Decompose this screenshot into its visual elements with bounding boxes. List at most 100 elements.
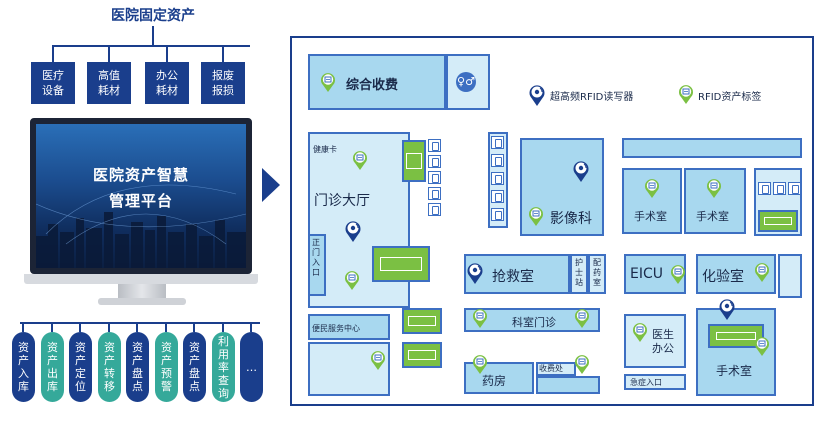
room-billing — [308, 54, 446, 110]
tree-connector — [108, 45, 110, 62]
rfid-reader-icon — [572, 160, 590, 182]
category-scrap: 报废报损 — [201, 62, 245, 104]
function-pill: 资产转移 — [98, 332, 121, 402]
rfid-tag-icon — [632, 322, 648, 342]
seat-icon — [491, 190, 504, 203]
seat-icon — [428, 171, 441, 184]
category-high-value-consumables: 高值耗材 — [87, 62, 131, 104]
tree-connector — [166, 45, 168, 62]
rfid-tag-icon — [370, 350, 386, 370]
room-entrance — [308, 234, 326, 296]
function-pill: 资产盘点 — [126, 332, 149, 402]
seat-icon — [491, 208, 504, 221]
monitor-bezel — [24, 274, 258, 284]
legend-reader-label: 超高频RFID读写器 — [550, 92, 634, 103]
service-label: 便民服务中心 — [312, 324, 360, 333]
rfid-tag-icon — [528, 206, 544, 226]
nurse-station-label: 护士站 — [575, 258, 583, 287]
rfid-tag-icon — [754, 262, 770, 282]
pharmacy-annex — [536, 376, 600, 394]
room-surgery-1 — [622, 168, 682, 234]
monitor-screen: 医院资产智慧 管理平台 — [36, 124, 246, 268]
tree-connector — [222, 45, 224, 62]
seat-icon — [491, 136, 504, 149]
room-surgery-3-label: 手术室 — [716, 364, 753, 378]
function-pill: 资产预警 — [155, 332, 178, 402]
room-eicu-label: EICU — [630, 266, 663, 282]
room-surgery-2-label: 手术室 — [696, 210, 729, 223]
tree-connector — [51, 322, 53, 332]
seat-icon — [758, 182, 771, 195]
arrow-right-icon — [262, 168, 280, 202]
tree-connector — [20, 322, 260, 324]
tree-connector — [136, 322, 138, 332]
cashier-label: 收费处 — [539, 364, 563, 373]
lab-annex — [778, 254, 802, 298]
er-entrance-label: 急症入口 — [630, 378, 662, 387]
rfid-tag-icon — [472, 354, 488, 374]
room-lab-label: 化验室 — [702, 269, 744, 285]
rfid-reader-icon — [718, 298, 736, 320]
entrance-label: 正门入口 — [312, 238, 320, 277]
page-title: 医院固定资产 — [111, 8, 195, 24]
function-pill: 资产盘点 — [183, 332, 206, 402]
tree-connector — [108, 322, 110, 332]
tree-connector — [193, 322, 195, 332]
city-skyline — [36, 184, 246, 268]
service-desk — [402, 308, 442, 334]
function-pill: 利用率查询 — [212, 332, 235, 402]
room-pharmacy — [464, 362, 534, 394]
restroom-icon: ♀♂ — [456, 72, 476, 92]
room-dispensary — [588, 254, 606, 294]
rfid-reader-icon — [466, 262, 484, 284]
tree-connector — [52, 45, 250, 47]
seat-icon — [428, 155, 441, 168]
rfid-tag-icon — [320, 72, 336, 92]
corridor — [622, 138, 802, 158]
seat-icon — [491, 172, 504, 185]
tree-connector — [250, 322, 252, 332]
tree-connector — [152, 26, 154, 46]
room-cashier — [536, 362, 576, 376]
rfid-reader-icon — [528, 84, 546, 106]
function-pill: 资产入库 — [12, 332, 35, 402]
rfid-tag-icon — [574, 354, 590, 374]
tree-connector — [52, 45, 54, 62]
surgery-bed — [708, 324, 764, 348]
room-service — [308, 314, 390, 340]
rfid-tag-icon — [754, 336, 770, 356]
rfid-reader-icon — [344, 220, 362, 242]
rfid-tag-icon — [344, 270, 360, 290]
monitor-base — [98, 298, 186, 305]
monitor: 医院资产智慧 管理平台 — [30, 118, 252, 274]
room-surgery-1-label: 手术室 — [634, 210, 667, 223]
monitor-stand — [118, 284, 166, 298]
function-pill: … — [240, 332, 263, 402]
seat-icon — [428, 187, 441, 200]
seat-icon — [491, 154, 504, 167]
function-pill: 资产出库 — [41, 332, 64, 402]
lobby-waiting-area — [372, 246, 430, 282]
rfid-tag-icon — [706, 178, 722, 198]
seat-icon — [773, 182, 786, 195]
function-pill: 资产定位 — [69, 332, 92, 402]
room-doctor-office-label: 医生办公 — [652, 328, 674, 355]
room-service-area — [308, 342, 390, 396]
rfid-tag-icon — [574, 308, 590, 328]
room-doctor-office — [624, 314, 686, 368]
equipment-bed — [758, 210, 798, 232]
rfid-tag-icon — [678, 84, 694, 104]
room-surgery-2 — [684, 168, 746, 234]
rfid-tag-icon — [670, 264, 686, 284]
tree-connector — [222, 322, 224, 332]
service-desk-2 — [402, 342, 442, 368]
rfid-tag-icon — [352, 150, 368, 170]
category-office-consumables: 办公耗材 — [145, 62, 189, 104]
room-er-entrance — [624, 374, 686, 390]
room-billing-label: 综合收费 — [346, 78, 399, 93]
platform-title: 医院资产智慧 管理平台 — [92, 166, 189, 210]
seat-icon — [788, 182, 801, 195]
dispensary-label: 配药室 — [593, 258, 601, 287]
floor-plan: 综合收费 ♀♂ 健康卡 门诊大厅 正门入口 便民服务中心 影像科 手术室 手术室… — [290, 36, 814, 406]
health-card-label: 健康卡 — [313, 145, 337, 154]
